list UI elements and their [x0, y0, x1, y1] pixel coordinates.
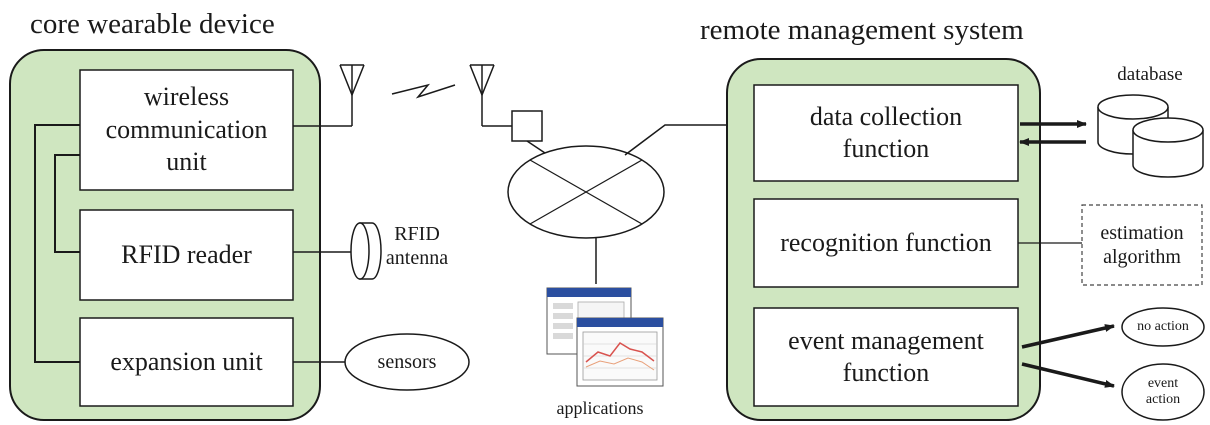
- estimation-algorithm-box: [1081, 204, 1203, 286]
- wireless-signal-icon: [391, 83, 456, 99]
- rfid-reader-box: [79, 209, 294, 301]
- applications-label: applications: [556, 398, 644, 418]
- recognition-function-label: recognition function: [780, 227, 992, 257]
- rfid-antenna-label: RFID antenna: [385, 223, 449, 269]
- expansion-unit-label: expansion unit: [110, 346, 263, 376]
- event-management-function-label: event management function: [788, 325, 984, 388]
- no-action-ellipse: [1121, 307, 1205, 347]
- event-action-label: event action: [1145, 375, 1181, 407]
- no-action-arrow: [1021, 324, 1115, 349]
- core-wearable-device-title: core wearable device: [30, 8, 275, 40]
- network-remote-link: [624, 124, 727, 156]
- event-management-function-box: [753, 307, 1019, 407]
- event-action-arrow: [1021, 362, 1115, 388]
- applications-icon: [546, 287, 664, 387]
- data-collection-function-label: data collection function: [809, 101, 963, 164]
- internal-bus-outer: [34, 124, 80, 363]
- remote-management-system-title: remote management system: [700, 14, 1024, 46]
- antenna-left-icon: [339, 64, 365, 126]
- database-icon: [1097, 94, 1204, 178]
- rfid-reader-label: RFID reader: [121, 239, 252, 269]
- no-action-label: no action: [1137, 318, 1189, 334]
- antenna-right-icon: [469, 64, 512, 127]
- wireless-communication-unit-label: wireless communication unit: [105, 82, 268, 177]
- event-action-ellipse: [1121, 363, 1205, 421]
- estimation-algorithm-label: estimation algorithm: [1100, 222, 1184, 268]
- rfid-antenna-icon: [350, 222, 382, 280]
- internal-bus-inner: [54, 154, 80, 253]
- data-collection-function-box: [753, 84, 1019, 182]
- database-label: database: [1117, 64, 1183, 85]
- terminal-network-link: [526, 140, 546, 154]
- access-point-icon: [511, 110, 543, 142]
- wireless-communication-unit-box: [79, 69, 294, 191]
- network-icon: [507, 145, 665, 239]
- sensors-label: sensors: [377, 351, 437, 373]
